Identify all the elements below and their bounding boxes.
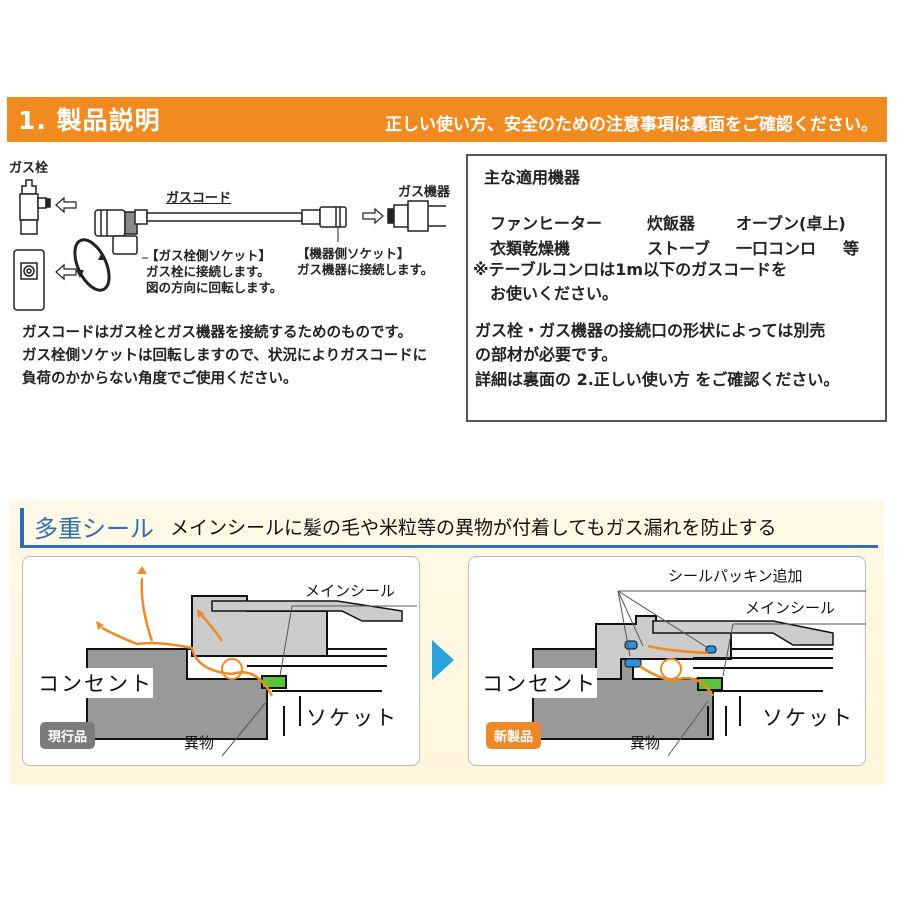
description-line: ガス栓側ソケットは回転しますので、状況によりガスコードに [22, 348, 428, 364]
valve-socket-line1: ガス栓に接続します。 [146, 264, 270, 279]
info-line: ガス栓・ガス機器の接続口の形状によっては別売 [475, 321, 826, 340]
seal-section-title: 多重シール [34, 515, 154, 543]
title-underline [20, 545, 878, 548]
valve-socket-callout: 【ガス栓側ソケット】 ガス栓に接続します。 図の方向に回転します。 [146, 248, 282, 296]
title-accent-bar [20, 508, 24, 546]
gas-valve-label: ガス栓 [9, 161, 49, 176]
applicable-devices-box [466, 154, 887, 422]
valve-socket-title: 【ガス栓側ソケット】 [146, 248, 272, 263]
current-product-badge: 現行品 [40, 722, 96, 749]
gas-leak-arrows [101, 577, 274, 697]
header-note: 正しい使い方、安全のための注意事項は裏面をご確認ください。 [385, 115, 878, 135]
foreign-object-label: 異物 [184, 734, 215, 752]
outlet-label: コンセント [482, 668, 597, 698]
description-line: 負荷のかからない角度でご使用ください。 [22, 371, 298, 387]
table-stove-note: ※テーブルコンロは1m以下のガスコードを [473, 260, 788, 279]
socket-label: ソケット [762, 706, 854, 730]
arrow-left-icon [55, 196, 77, 214]
device-item: オーブン(卓上) [736, 214, 846, 233]
arrow-right-icon [362, 207, 384, 225]
socket-label: ソケット [306, 706, 398, 730]
section-header-bar [7, 97, 887, 142]
gas-cord-diagram [13, 179, 446, 311]
appliance-socket-title: 【機器側ソケット】 [297, 246, 410, 261]
device-item: 衣類乾燥機 [490, 239, 571, 258]
seal-packing-added-label: シールパッキン追加 [668, 567, 803, 585]
gas-cord-label: ガスコード [166, 191, 232, 206]
outlet-label: コンセント [38, 668, 153, 698]
description-line: ガスコードはガス栓とガス機器を接続するためのものです。 [22, 325, 413, 341]
device-item: ストーブ [647, 239, 711, 258]
device-item: 等 [843, 239, 860, 258]
table-stove-note-cont: お使いください。 [490, 284, 619, 303]
valve-socket-line2: 図の方向に回転します。 [146, 280, 283, 295]
gas-cord-icon [134, 206, 347, 228]
seal-section-subtitle: メインシールに髪の毛や米粒等の異物が付着してもガス漏れを防止する [170, 517, 777, 539]
foreign-object-label: 異物 [630, 734, 661, 752]
rotate-arrows-icon [73, 238, 111, 292]
main-seal-label: メインシール [745, 599, 836, 617]
gas-appliance-label: ガス機器 [398, 185, 451, 200]
main-seal-label: メインシール [305, 582, 396, 600]
section-title: 1. 製品説明 [18, 106, 161, 135]
appliance-socket-line1: ガス機器に接続します。 [297, 262, 434, 277]
arrow-left-icon [55, 263, 77, 281]
gas-valve-icon [19, 179, 51, 235]
wall-outlet-icon [13, 249, 45, 311]
info-line: 詳細は裏面の 2.正しい使い方 をご確認ください。 [475, 370, 840, 389]
device-item: 炊飯器 [647, 214, 696, 233]
valve-side-socket-icon [94, 209, 138, 255]
info-line: の部材が必要です。 [475, 345, 618, 364]
appliance-socket-callout: 【機器側ソケット】 ガス機器に接続します。 [297, 246, 433, 278]
seal-packing-icons [624, 640, 717, 668]
product-description: ガスコードはガス栓とガス機器を接続するためのものです。 ガス栓側ソケットは回転し… [22, 322, 427, 391]
appliance-connector-icon [387, 200, 446, 232]
applicable-devices-title: 主な適用機器 [484, 168, 581, 187]
device-item: 一口コンロ [736, 239, 817, 258]
new-product-badge: 新製品 [486, 722, 542, 749]
next-arrow-icon [432, 640, 454, 680]
device-item: ファンヒーター [490, 214, 603, 233]
